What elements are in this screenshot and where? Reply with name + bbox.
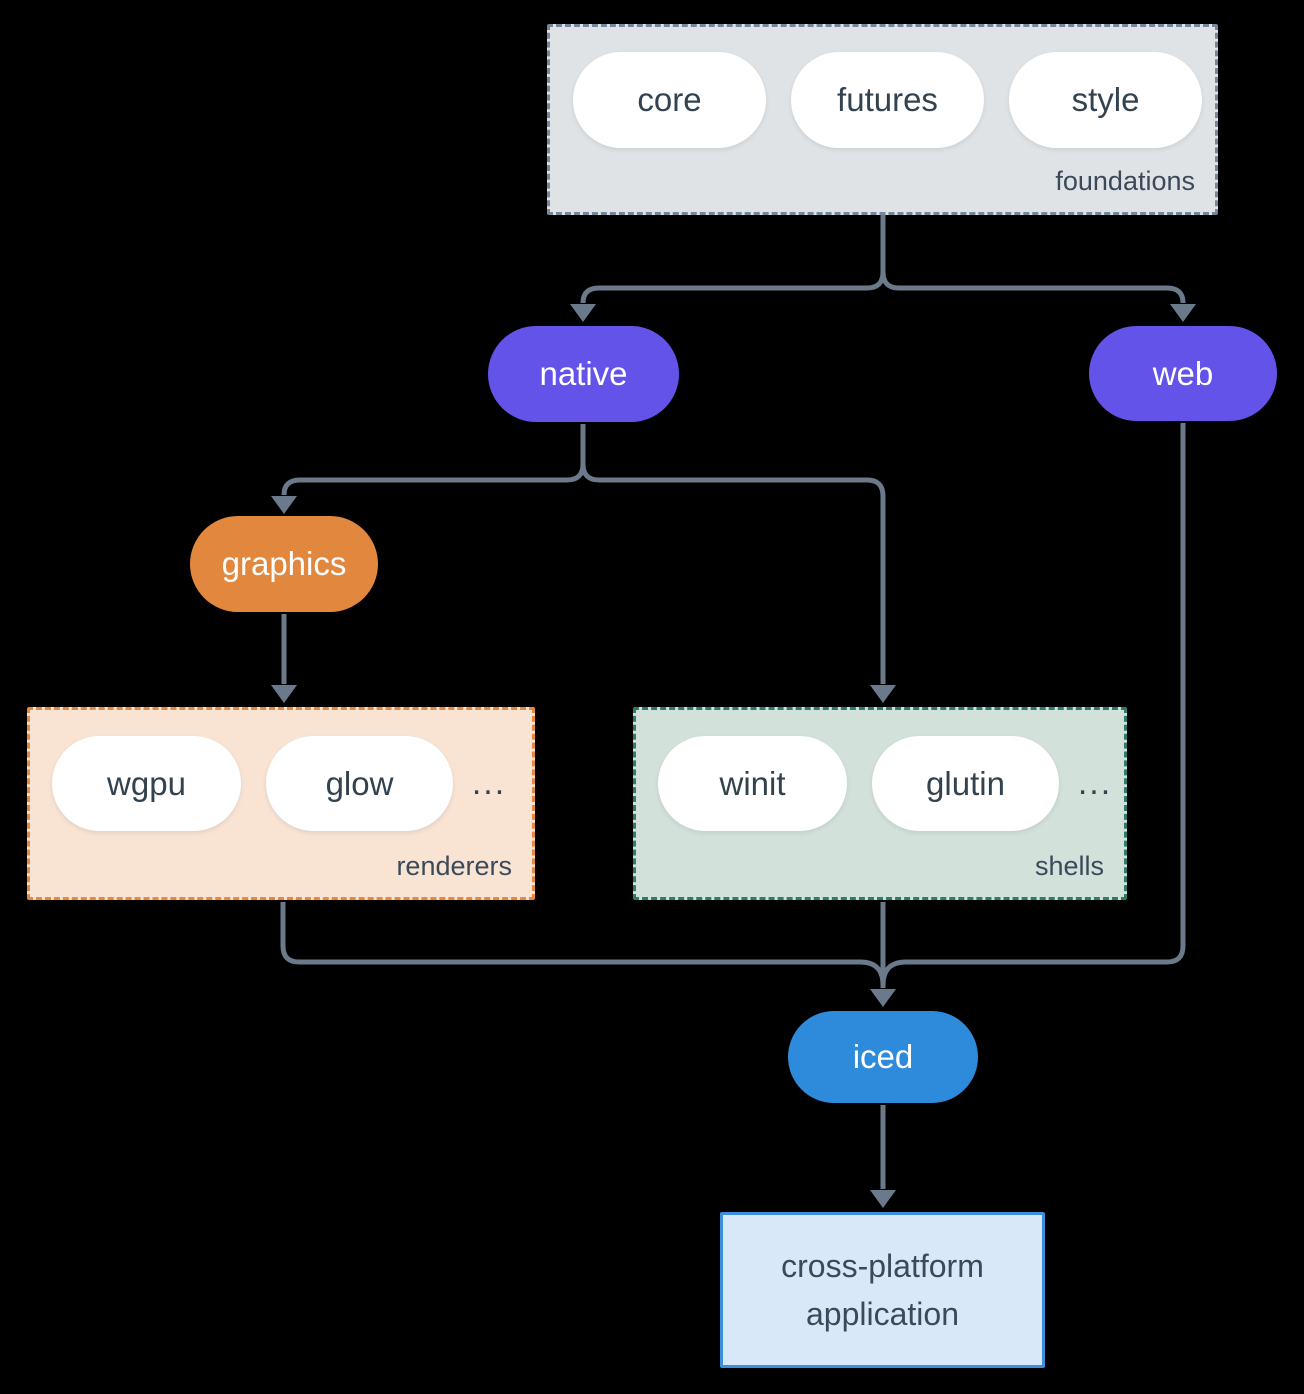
arrowhead-native: [570, 304, 596, 322]
glow-pill-label: glow: [325, 764, 394, 802]
arrowhead-renderers: [271, 685, 297, 703]
arrowhead-application: [870, 1190, 896, 1208]
native-node: native: [488, 326, 679, 422]
edge-native-graphics: [281, 424, 586, 496]
edge-web-iced: [880, 423, 1186, 986]
renderers-ellipsis: ...: [471, 764, 507, 802]
futures-pill-label: futures: [837, 81, 938, 118]
winit-pill: winit: [658, 736, 847, 831]
graphics-node: graphics: [190, 516, 378, 612]
shells-group: winit glutin ... shells: [633, 707, 1127, 900]
iced-node: iced: [788, 1011, 978, 1103]
renderers-label: renderers: [396, 851, 512, 881]
style-pill-label: style: [1071, 81, 1140, 118]
arrowhead-shells: [870, 685, 896, 703]
core-pill: core: [573, 52, 766, 148]
foundations-label: foundations: [1055, 166, 1195, 196]
graphics-node-label: graphics: [221, 545, 347, 582]
glutin-pill-label: glutin: [926, 764, 1005, 802]
edge-renderers-iced: [280, 902, 886, 986]
arrowhead-graphics: [271, 496, 297, 514]
wgpu-pill-label: wgpu: [107, 764, 186, 802]
glutin-pill: glutin: [872, 736, 1059, 831]
futures-pill: futures: [791, 52, 984, 148]
glow-pill: glow: [266, 736, 453, 831]
application-label-line2: application: [806, 1296, 959, 1332]
style-pill: style: [1009, 52, 1202, 148]
edge-foundations-native: [580, 214, 886, 304]
web-node-label: web: [1152, 354, 1214, 392]
arrowhead-iced: [870, 989, 896, 1007]
core-pill-label: core: [637, 81, 702, 118]
native-node-label: native: [539, 355, 628, 392]
shells-label: shells: [1034, 851, 1104, 881]
edge-native-shells: [580, 424, 886, 684]
winit-pill-label: winit: [719, 764, 786, 802]
edge-foundations-web: [880, 214, 1186, 304]
renderers-group: wgpu glow ... renderers: [27, 707, 535, 900]
arrowhead-web: [1170, 304, 1196, 322]
wgpu-pill: wgpu: [52, 736, 241, 831]
web-node: web: [1089, 326, 1277, 421]
application-label-line1: cross-platform: [781, 1248, 984, 1284]
application-box: cross-platform application: [720, 1212, 1045, 1368]
shells-ellipsis: ...: [1077, 764, 1113, 802]
iced-node-label: iced: [852, 1038, 914, 1075]
foundations-group: core futures style foundations: [547, 24, 1218, 215]
